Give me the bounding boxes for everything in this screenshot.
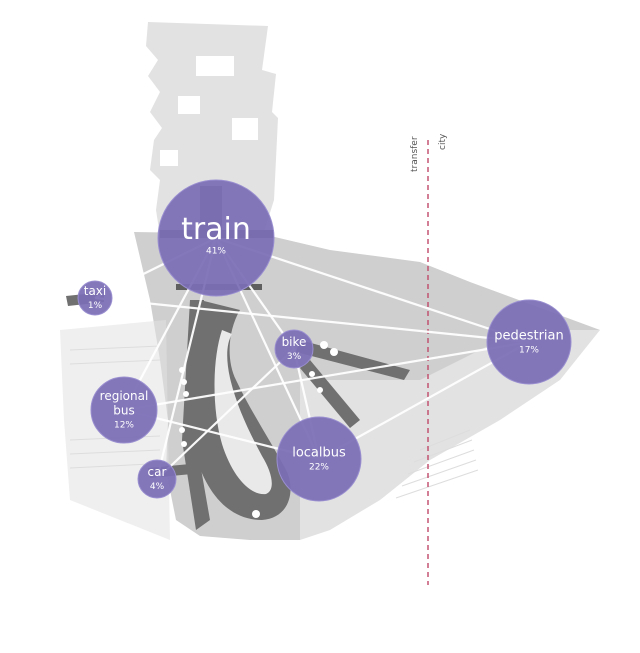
building-void bbox=[178, 96, 200, 114]
node-bike: bike 3% bbox=[274, 329, 314, 369]
node-share-pedestrian: 17% bbox=[519, 345, 539, 355]
node-share-train: 41% bbox=[206, 247, 226, 257]
node-label-regional-bus: regional bbox=[100, 389, 149, 403]
connection-taxi-pedestrian bbox=[94, 296, 530, 344]
node-label-train: train bbox=[181, 212, 251, 247]
zone-label-transfer: transfer bbox=[410, 136, 420, 172]
node-label-car: car bbox=[148, 465, 167, 479]
node-share-localbus: 22% bbox=[309, 462, 329, 472]
node-label-bike: bike bbox=[282, 335, 307, 349]
node-label-pedestrian: pedestrian bbox=[494, 328, 564, 343]
connection-regional-bus-pedestrian bbox=[123, 340, 530, 412]
road-markers bbox=[179, 341, 338, 518]
zone-boundary: transfer city bbox=[410, 133, 448, 585]
node-circle-pedestrian bbox=[486, 299, 572, 385]
node-circle-train bbox=[157, 179, 275, 297]
road-east-branch bbox=[296, 340, 410, 380]
building-void bbox=[232, 118, 258, 140]
station-building bbox=[146, 22, 278, 238]
node-label-localbus: localbus bbox=[292, 445, 346, 460]
node-circle-regional-bus bbox=[90, 376, 158, 444]
connection-car-bike bbox=[156, 348, 295, 480]
node-taxi: taxi 1% bbox=[77, 280, 113, 316]
node-share-taxi: 1% bbox=[88, 301, 103, 311]
building-void bbox=[196, 56, 234, 76]
road-inner bbox=[214, 330, 272, 495]
building-void bbox=[160, 150, 178, 166]
node-circle-taxi bbox=[77, 280, 113, 316]
zone-label-city: city bbox=[438, 133, 448, 150]
node-share-regional-bus: 12% bbox=[114, 420, 134, 430]
node-share-bike: 3% bbox=[287, 352, 302, 362]
node-circle-localbus bbox=[276, 416, 362, 502]
node-circle-car bbox=[137, 459, 177, 499]
node-circle-bike bbox=[274, 329, 314, 369]
node-label-regional-bus: bus bbox=[113, 403, 134, 417]
node-label-taxi: taxi bbox=[84, 284, 107, 298]
node-car: car 4% bbox=[137, 459, 177, 499]
node-pedestrian: pedestrian 17% bbox=[486, 299, 572, 385]
node-localbus: localbus 22% bbox=[276, 416, 362, 502]
node-share-car: 4% bbox=[150, 482, 165, 492]
